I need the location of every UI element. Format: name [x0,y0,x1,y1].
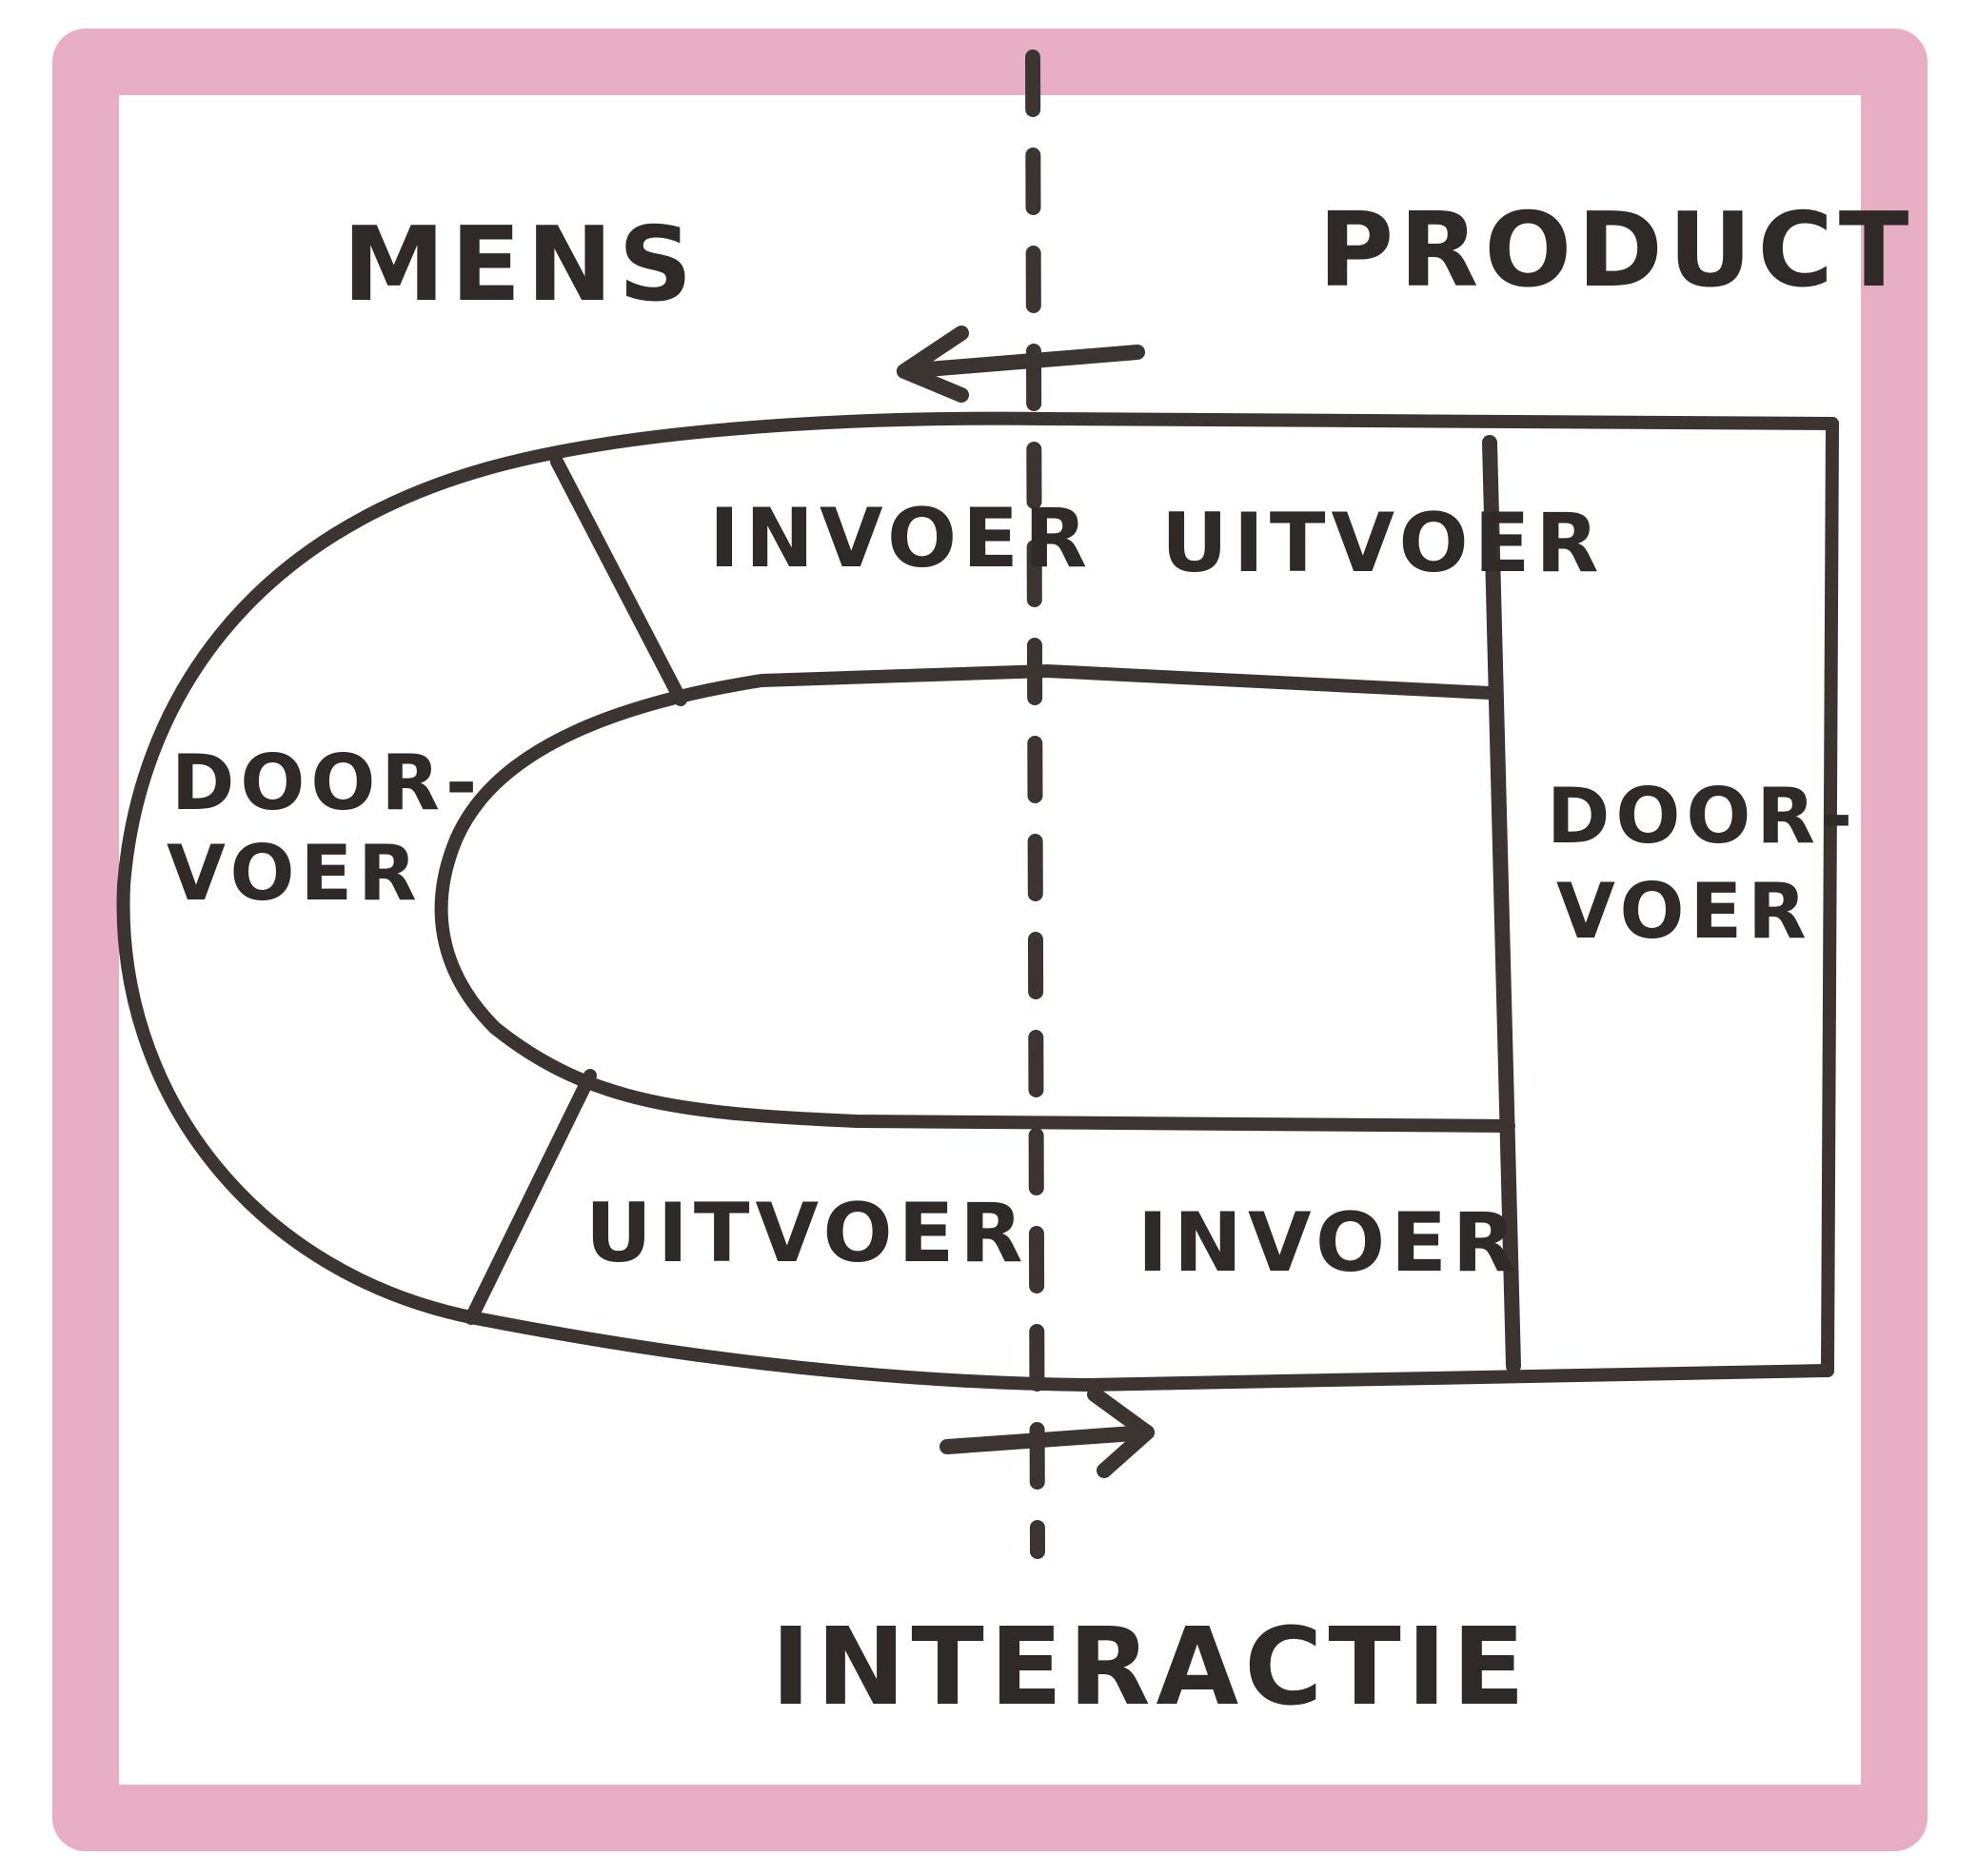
left-block-label-line2: VOER [167,829,423,918]
product-block-right-edge [1821,417,1839,1377]
bottom-divider [465,1069,597,1325]
product-block-left-edge [1482,435,1521,1373]
left-block-label-line1: DOOR- [171,739,483,827]
pink-frame [52,29,1928,1851]
arrow-right-icon [939,1387,1155,1478]
right-title: PRODUCT [1318,191,1914,310]
interaction-boundary-line [1025,49,1045,1559]
top-right-segment-label: UITVOER [1161,496,1605,591]
top-left-segment-label: INVOER [709,491,1093,586]
bottom-title: INTERACTIE [771,1606,1531,1729]
outer-loop-outline [116,411,1839,1392]
right-block-label-line2: VOER [1556,867,1812,956]
right-block-label-line1: DOOR- [1547,772,1858,860]
bottom-right-segment-label: INVOER [1137,1195,1521,1291]
left-title: MENS [343,206,698,325]
top-divider [550,455,687,706]
bottom-left-segment-label: UITVOER [585,1186,1029,1281]
arrow-left-icon [897,326,1145,403]
inner-loop-outline [434,664,1515,1133]
